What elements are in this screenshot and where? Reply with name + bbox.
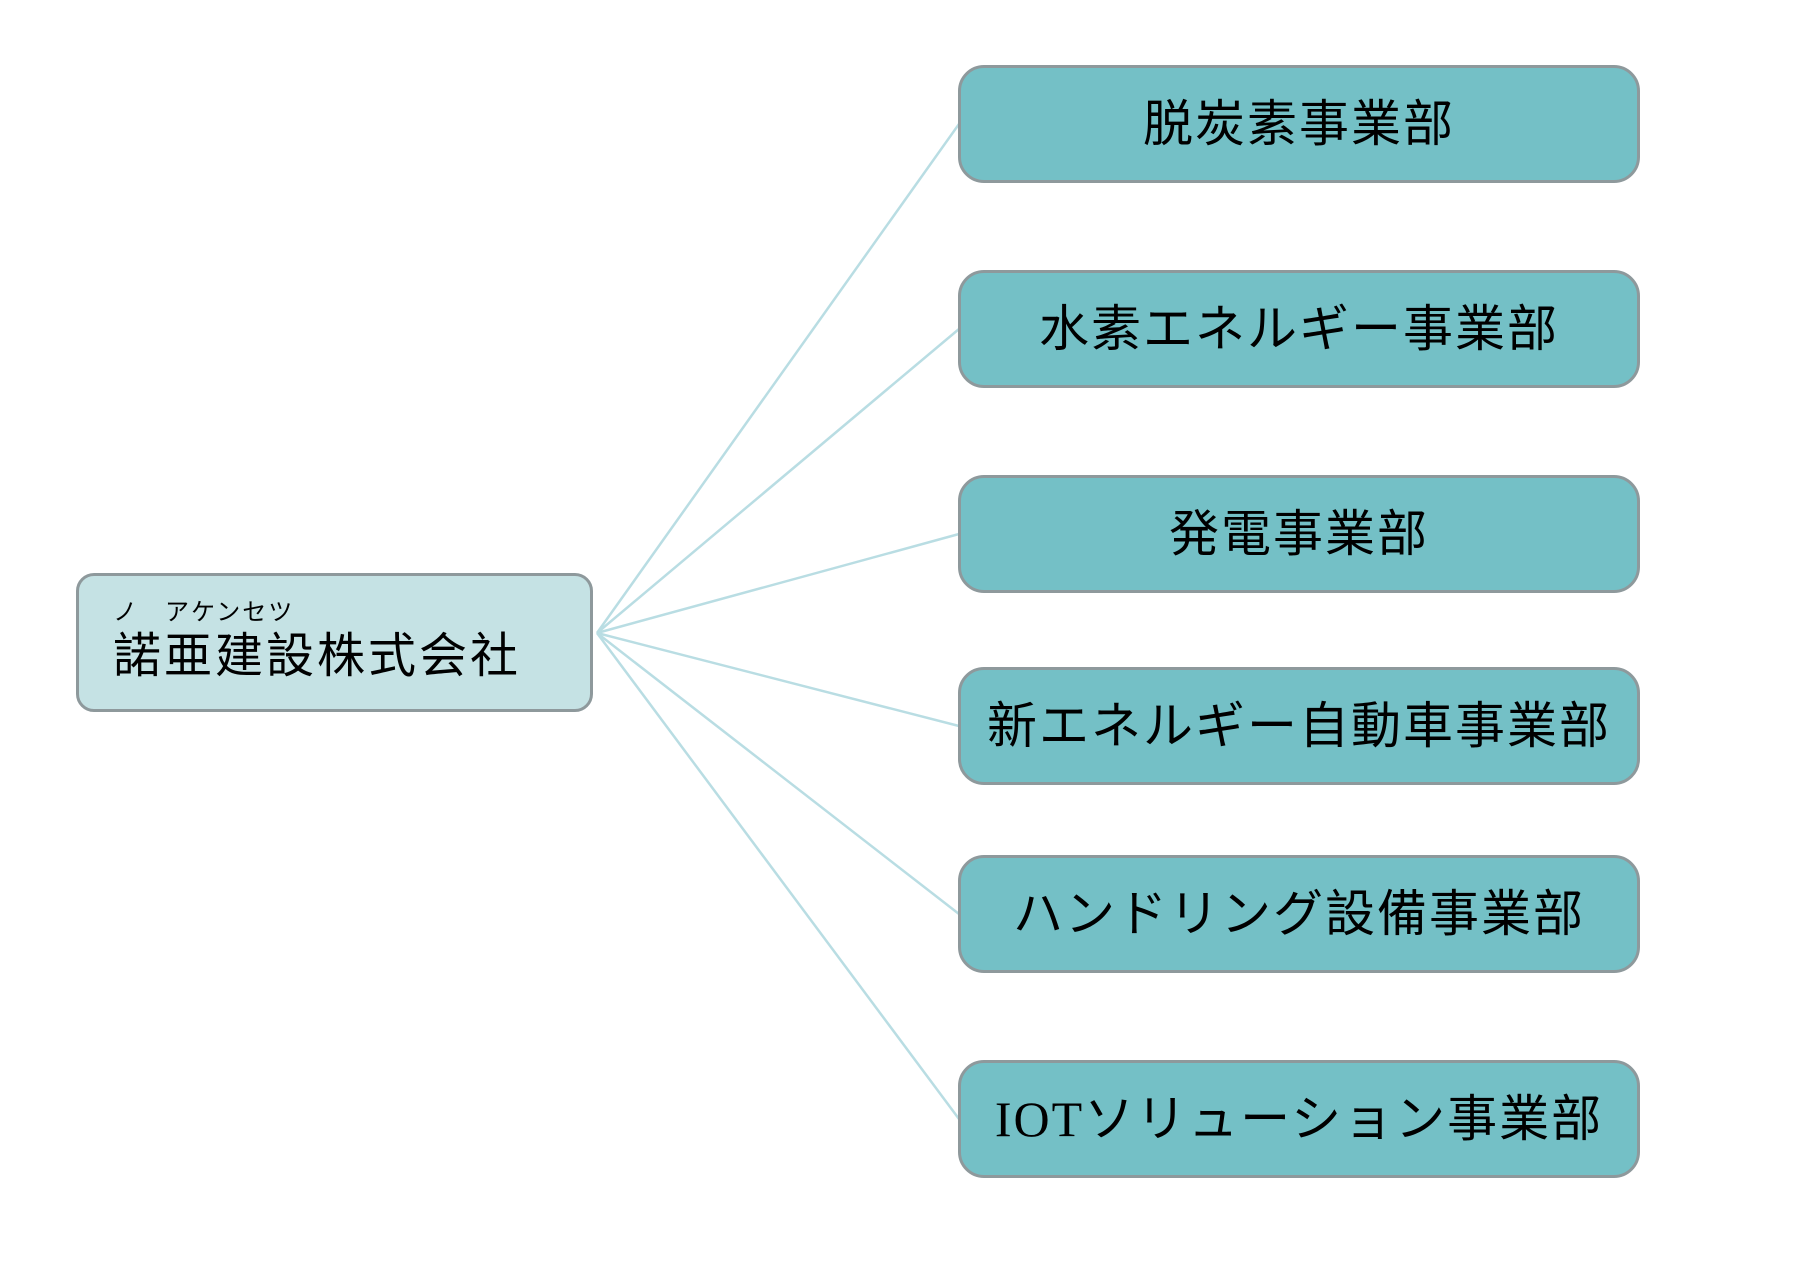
connector-line	[595, 123, 961, 634]
department-label: IOTソリューション事業部	[994, 1091, 1604, 1147]
company-node: ノ アケンセツ 諾亜建設株式会社	[76, 573, 593, 712]
company-name: 諾亜建設株式会社	[113, 630, 522, 684]
department-node-iot-solution: IOTソリューション事業部	[958, 1060, 1640, 1178]
connector-line	[595, 632, 961, 1120]
department-label: ハンドリング設備事業部	[1013, 886, 1585, 942]
connector-line	[596, 631, 960, 728]
department-node-hatsuden: 発電事業部	[958, 475, 1640, 593]
department-label: 新エネルギー自動車事業部	[987, 698, 1611, 754]
company-furigana: ノ アケンセツ	[113, 600, 295, 627]
department-node-handling-setsubi: ハンドリング設備事業部	[958, 855, 1640, 973]
connector-line	[596, 632, 960, 915]
department-label: 脱炭素事業部	[1143, 96, 1455, 152]
department-label: 発電事業部	[1169, 506, 1429, 562]
department-node-suiso-energy: 水素エネルギー事業部	[958, 270, 1640, 388]
connector-line	[596, 532, 960, 635]
connector-line	[596, 328, 960, 634]
department-node-datsutanso: 脱炭素事業部	[958, 65, 1640, 183]
department-label: 水素エネルギー事業部	[1039, 301, 1559, 357]
department-node-shin-energy-jidosha: 新エネルギー自動車事業部	[958, 667, 1640, 785]
